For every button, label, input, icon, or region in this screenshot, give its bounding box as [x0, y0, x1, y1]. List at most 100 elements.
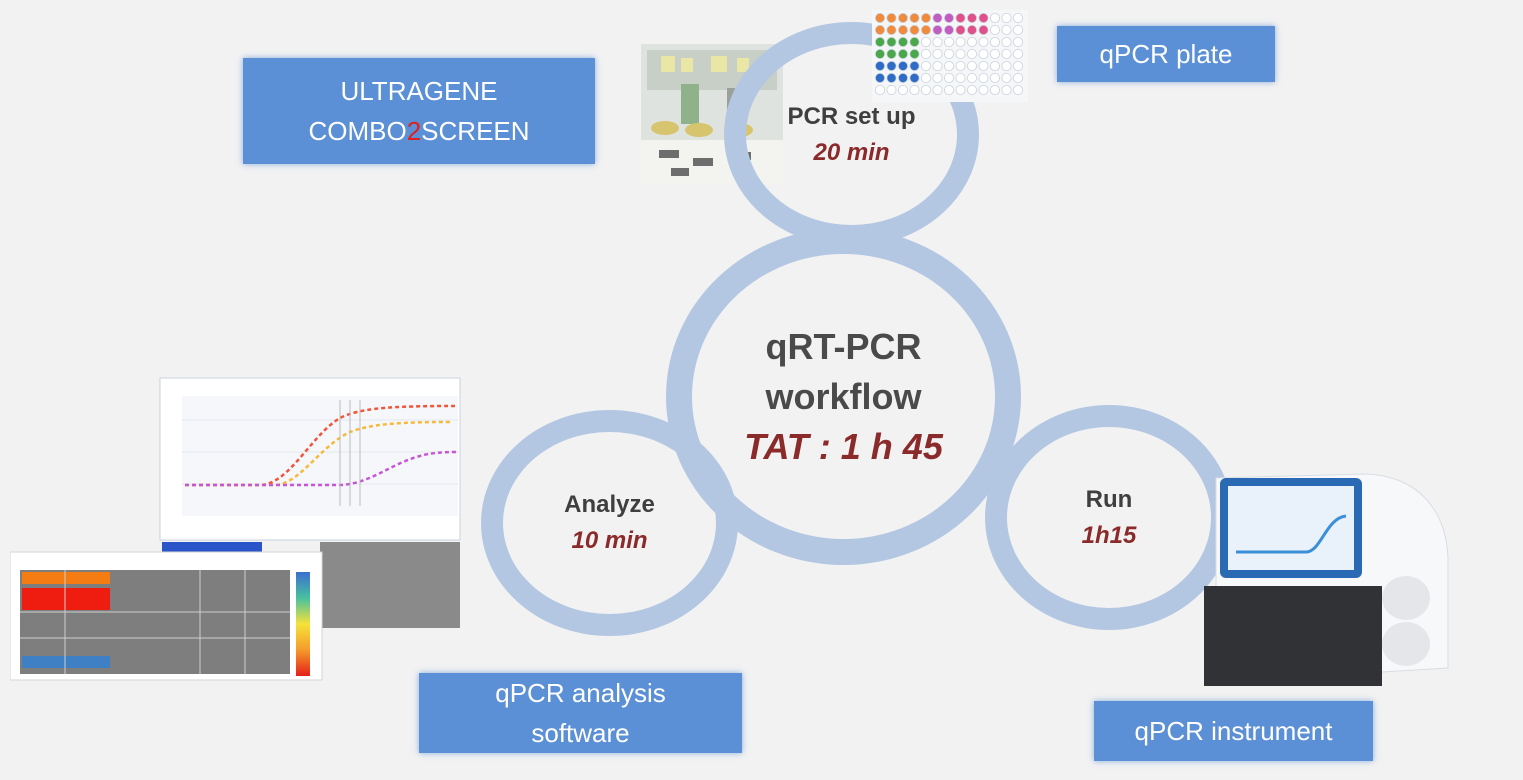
plate-well — [1012, 36, 1023, 47]
plate-well — [886, 85, 897, 96]
plate-well — [967, 85, 978, 96]
plate-well — [909, 24, 920, 35]
qpcr-instrument-photo-icon — [1204, 473, 1449, 686]
plate-well — [978, 73, 989, 84]
product-name-line2: COMBO2SCREEN — [308, 116, 530, 146]
plate-well — [990, 85, 1001, 96]
plate-well — [886, 24, 897, 35]
plate-well — [967, 49, 978, 60]
plate-well — [1012, 73, 1023, 84]
plate-well — [897, 13, 908, 23]
center-title-line1: qRT-PCR — [765, 325, 922, 367]
plate-well — [990, 36, 1001, 47]
plate-well — [955, 73, 966, 84]
plate-well — [944, 61, 955, 72]
plate-well — [944, 13, 955, 23]
plate-well — [967, 36, 978, 47]
qpcr-plate-photo-icon — [872, 10, 1028, 102]
plate-well — [955, 85, 966, 96]
plate-well — [886, 36, 897, 47]
plate-well — [909, 36, 920, 47]
plate-well — [932, 24, 943, 35]
plate-well — [944, 49, 955, 60]
plate-well — [978, 13, 989, 23]
plate-well — [944, 73, 955, 84]
plate-well — [909, 61, 920, 72]
plate-well — [921, 36, 932, 47]
software-screenshot-icon — [10, 377, 461, 681]
plate-well — [967, 24, 978, 35]
product-name-accent: 2 — [406, 116, 422, 146]
plate-well — [990, 13, 1001, 23]
center-title-line2: workflow — [765, 375, 922, 417]
plate-well — [1012, 13, 1023, 23]
plate-well — [967, 13, 978, 23]
plate-well — [875, 85, 885, 96]
plate-well — [921, 61, 932, 72]
setup-step-name: PCR set up — [787, 102, 916, 130]
plate-well — [1012, 24, 1023, 35]
plate-well — [921, 24, 932, 35]
plate-well — [909, 73, 920, 84]
plate-well — [944, 85, 955, 96]
plate-well — [978, 36, 989, 47]
run-step-time: 1h15 — [1081, 521, 1137, 549]
plate-well — [944, 24, 955, 35]
plate-well — [897, 24, 908, 35]
plate-well — [944, 36, 955, 47]
plate-well — [978, 49, 989, 60]
plate-well — [932, 36, 943, 47]
plate-well — [1001, 49, 1012, 60]
analyze-step-ring: Analyze 10 min — [481, 410, 738, 636]
plate-well — [978, 61, 989, 72]
plate-well — [921, 85, 932, 96]
plate-well — [955, 61, 966, 72]
plate-well — [909, 49, 920, 60]
plate-well — [897, 85, 908, 96]
plate-well — [1001, 85, 1012, 96]
plate-well — [886, 13, 897, 23]
plate-well — [955, 36, 966, 47]
plate-well — [1001, 36, 1012, 47]
plate-well — [909, 85, 920, 96]
plate-well — [990, 61, 1001, 72]
qpcr-software-label: qPCR analysis software — [419, 673, 742, 753]
product-name-line1: ULTRAGENE — [340, 76, 498, 106]
run-step-name: Run — [1085, 485, 1133, 513]
plate-well — [1001, 61, 1012, 72]
plate-well — [955, 13, 966, 23]
plate-well — [897, 73, 908, 84]
qpcr-plate-label: qPCR plate — [1057, 26, 1275, 82]
plate-well — [990, 24, 1001, 35]
plate-well — [932, 61, 943, 72]
plate-well — [1001, 73, 1012, 84]
plate-well — [990, 49, 1001, 60]
plate-well — [897, 36, 908, 47]
qpcr-instrument-label: qPCR instrument — [1094, 701, 1373, 761]
plate-well — [1001, 13, 1012, 23]
plate-well — [886, 73, 897, 84]
plate-well — [932, 13, 943, 23]
analyze-step-name: Analyze — [564, 491, 655, 518]
plate-well — [875, 73, 885, 84]
plate-well — [886, 49, 897, 60]
plate-well — [875, 24, 885, 35]
plate-well — [1012, 85, 1023, 96]
product-name-box: ULTRAGENE COMBO2SCREEN — [243, 58, 595, 164]
center-tat: TAT : 1 h 45 — [744, 425, 943, 467]
plate-well — [897, 61, 908, 72]
analyze-step-time: 10 min — [571, 527, 648, 554]
plate-well — [1001, 24, 1012, 35]
plate-well — [875, 61, 885, 72]
plate-well — [875, 13, 885, 23]
plate-well — [955, 24, 966, 35]
plate-well — [1012, 49, 1023, 60]
plate-well — [886, 61, 897, 72]
plate-well — [921, 13, 932, 23]
plate-well — [932, 49, 943, 60]
plate-well — [932, 85, 943, 96]
plate-well — [967, 61, 978, 72]
plate-well — [1012, 61, 1023, 72]
plate-well — [897, 49, 908, 60]
setup-step-time: 20 min — [813, 138, 890, 166]
